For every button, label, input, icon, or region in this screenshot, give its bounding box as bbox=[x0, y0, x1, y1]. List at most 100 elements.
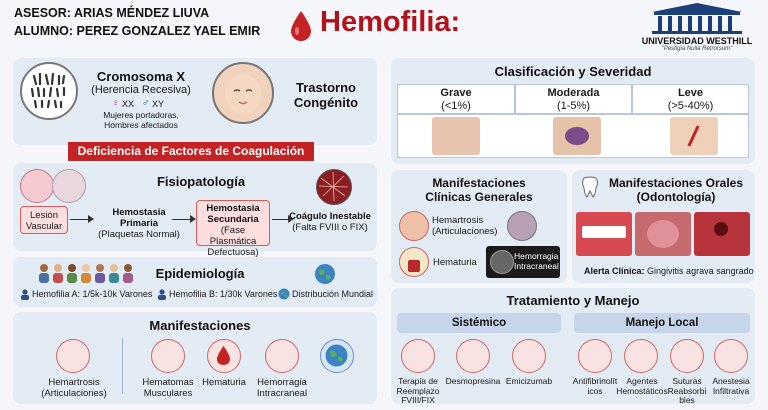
step3-line2: Secundaria bbox=[207, 214, 259, 225]
globe-icon bbox=[320, 339, 354, 373]
bruise-round-photo bbox=[507, 211, 537, 241]
severity-mild-name: Leve bbox=[677, 87, 704, 99]
oral-title: Manifestaciones Orales (Odontología) bbox=[600, 176, 752, 204]
female-karyotype: XX bbox=[122, 99, 135, 109]
worldwide-distribution: Distribución Mundial bbox=[292, 289, 374, 299]
globe-small-icon bbox=[278, 288, 290, 300]
flow-arrow-2 bbox=[172, 215, 196, 223]
flow-arrow-1 bbox=[70, 215, 94, 223]
baby-face-icon bbox=[225, 74, 261, 114]
loc-2-line1: Agentes bbox=[626, 376, 658, 386]
globe-glyph-icon bbox=[325, 344, 348, 367]
hemophilia-a-stat: Hemofilia A: 1/5k-10k Varones bbox=[32, 289, 153, 299]
chromosome-icon bbox=[30, 72, 66, 109]
loc-1-line1: Antifibrinolít bbox=[572, 376, 618, 386]
brain-scan-image: Hemorragia Intracraneal bbox=[486, 246, 560, 278]
manif-1-line2: (Articulaciones) bbox=[41, 387, 107, 399]
step3-line1: Hemostasia bbox=[206, 203, 260, 214]
manif-1-line1: Hemartrosis bbox=[48, 377, 100, 388]
gc-hem-line2: (Articulaciones) bbox=[432, 226, 498, 237]
male-karyotype: XY bbox=[152, 99, 165, 109]
knee-joint-icon bbox=[56, 339, 90, 373]
treatment-emicizumab: Emicizumab bbox=[502, 376, 556, 387]
treatment-replacement: Terapia de Reemplazo FVIII/FIX bbox=[396, 376, 440, 406]
advisor-name: ASESOR: ARIAS MÉNDEZ LIUVA bbox=[14, 6, 210, 20]
manifestations-title: Manifestaciones bbox=[149, 318, 251, 333]
gc-hematuria: Hematuria bbox=[433, 257, 477, 268]
hemostatic-agent-icon bbox=[624, 339, 658, 373]
brain-icon bbox=[265, 339, 299, 373]
clot-image bbox=[316, 169, 352, 205]
baby-photo bbox=[212, 62, 274, 124]
extraction-bleeding-photo bbox=[694, 212, 750, 256]
loc-3-line1: Suturas bbox=[672, 376, 702, 386]
systemic-tab: Sistémico bbox=[397, 313, 561, 333]
step4-line2: (Falta FVIII o FIX) bbox=[292, 222, 368, 233]
loc-4-line2: Infiltrativa bbox=[712, 385, 750, 396]
epidemiology-title: Epidemiología bbox=[155, 266, 245, 281]
urine-fill bbox=[408, 260, 420, 272]
classification-title: Clasificación y Severidad bbox=[494, 64, 652, 79]
step-primary-hemostasis: Hemostasia Primaria (Plaquetas Normal) bbox=[88, 207, 190, 240]
divider bbox=[122, 338, 123, 394]
carrier-note-2: Hombres afectados bbox=[104, 120, 178, 130]
female-symbol-icon: ♀ bbox=[112, 98, 120, 109]
loc-2-line2: Hemostáticos bbox=[616, 385, 668, 396]
sys-1-line2: Reemplazo bbox=[396, 385, 440, 396]
karyotype-image bbox=[20, 62, 78, 120]
bruise-mark bbox=[565, 127, 589, 145]
manif-4-line2: Intracraneal bbox=[256, 387, 308, 399]
step4-line1: Coágulo Inestable bbox=[289, 211, 371, 222]
fibrin-mesh-icon bbox=[318, 171, 349, 202]
chromosome-title: Cromosoma X bbox=[96, 69, 186, 84]
bruise-photo bbox=[553, 117, 601, 155]
severity-mild: Leve (>5-40%) bbox=[632, 84, 749, 114]
step2-line1: Hemostasia bbox=[112, 207, 166, 218]
oral-title-line2: (Odontología) bbox=[636, 190, 716, 204]
cut-mark bbox=[687, 125, 700, 147]
severity-grave-name: Grave bbox=[440, 87, 472, 99]
alert-label: Alerta Clínica: bbox=[584, 266, 645, 276]
local-management-tab: Manejo Local bbox=[574, 313, 750, 333]
university-logo: UNIVERSIDAD WESTHILL "Pestigia Nulla Ret… bbox=[632, 2, 762, 54]
treatment-title: Tratamiento y Manejo bbox=[506, 293, 640, 308]
sys-1-line1: Terapia de bbox=[398, 376, 438, 386]
drop-glyph-icon bbox=[217, 346, 230, 365]
university-name: UNIVERSIDAD WESTHILL bbox=[641, 36, 753, 46]
treatment-desmopressin: Desmopresina bbox=[444, 376, 502, 387]
male-symbol-icon: ♂ bbox=[142, 98, 150, 109]
factor-vial-icon bbox=[401, 339, 435, 373]
suture-icon bbox=[670, 339, 704, 373]
factor-deficiency-banner: Deficiencia de Factores de Coagulación bbox=[68, 142, 314, 161]
extraction-socket bbox=[714, 222, 728, 236]
syringe-icon bbox=[714, 339, 748, 373]
severity-grave-range: (<1%) bbox=[441, 100, 471, 112]
swollen-knee-photo bbox=[432, 117, 480, 155]
brain-scan-circle bbox=[490, 250, 514, 274]
people-group-icon bbox=[39, 264, 133, 283]
nasal-spray-icon bbox=[456, 339, 490, 373]
hemophilia-b-stat: Hemofilia B: 1/30k Varones bbox=[169, 289, 278, 299]
loc-1-line2: icos bbox=[587, 385, 603, 396]
person-icon bbox=[158, 289, 166, 300]
flow-arrow-3 bbox=[272, 215, 294, 223]
loc-3-line2: Reabsorbi bbox=[667, 385, 707, 396]
manif-3-line1: Hematuria bbox=[202, 377, 246, 388]
severity-moderate-range: (1-5%) bbox=[556, 100, 590, 112]
treatment-hemostatic-agents: Agentes Hemostáticos bbox=[616, 376, 668, 396]
tooth-icon bbox=[582, 176, 598, 198]
student-name: ALUMNO: PEREZ GONZALEZ YAEL EMIR bbox=[14, 24, 261, 38]
step3-line3: (Fase Plasmática bbox=[209, 225, 257, 247]
person-icon bbox=[21, 289, 29, 300]
manifestation-hematuria: Hematuria bbox=[196, 377, 252, 389]
blood-drop-icon bbox=[291, 11, 311, 41]
carrier-note-1: Mujeres portadoras, bbox=[103, 110, 179, 120]
manifestation-hemarthrosis: Hemartrosis (Articulaciones) bbox=[30, 377, 118, 399]
severity-mild-range: (>5-40%) bbox=[667, 100, 714, 112]
treatment-sutures: Suturas Reabsorbi bles bbox=[664, 376, 710, 406]
step2-line3: (Plaquetas Normal) bbox=[98, 229, 180, 240]
manif-2-line1: Hematomas bbox=[142, 377, 194, 388]
manif-2-line2: Musculares bbox=[143, 387, 193, 399]
chromosome-subtitle: (Herencia Recesiva) bbox=[91, 84, 191, 96]
step-vascular-injury: Lesión Vascular bbox=[20, 206, 68, 234]
